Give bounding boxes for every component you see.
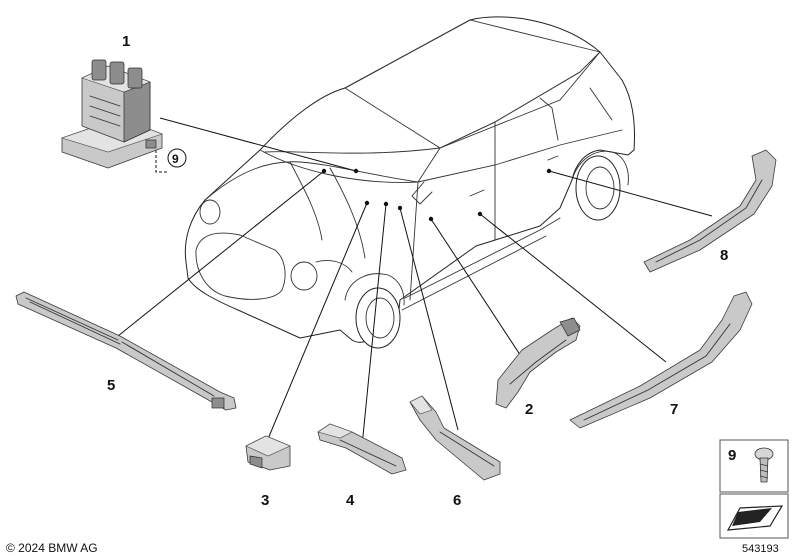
category-arrow-icon [726, 505, 784, 531]
leader-line-6 [399, 207, 459, 431]
legend-box: 9 [719, 439, 789, 539]
leader-dot-4 [383, 201, 389, 207]
leader-dot-1 [353, 168, 359, 174]
part-6-bracket [409, 395, 501, 481]
leader-line-9 [155, 145, 167, 173]
part-4-bracket [317, 423, 407, 475]
legend-number-9: 9 [728, 447, 736, 464]
part-3-bracket [245, 435, 291, 471]
leader-line-5 [117, 170, 325, 337]
callout-9-circle [167, 148, 187, 168]
leader-dot-8 [546, 168, 552, 174]
part-7-rail [569, 291, 753, 429]
leader-dots [321, 168, 552, 222]
leader-line-3 [264, 202, 368, 447]
leader-line-8 [548, 170, 713, 217]
legend-item-9-frame [719, 439, 789, 493]
callout-9: 9 [172, 152, 179, 166]
callout-5: 5 [107, 377, 115, 394]
callout-8: 8 [720, 247, 728, 264]
callout-3: 3 [261, 492, 269, 509]
part-2-bracket [495, 317, 581, 409]
leader-dot-6 [397, 205, 403, 211]
car-outline [184, 16, 635, 349]
callout-1: 1 [122, 33, 130, 50]
part-8-rail [643, 149, 777, 273]
leader-lines [117, 117, 713, 447]
screw-icon [754, 447, 774, 483]
callout-labels: 1 2 3 4 5 6 7 8 9 [107, 33, 728, 509]
leader-dot-3 [364, 200, 370, 206]
document-number: 543193 [742, 543, 779, 555]
leader-dot-7 [477, 211, 483, 217]
callout-4: 4 [346, 492, 355, 509]
leader-dot-2 [428, 216, 434, 222]
callout-6: 6 [453, 492, 461, 509]
part-5-rail [15, 291, 237, 411]
leader-line-4 [361, 203, 387, 447]
copyright-text: © 2024 BMW AG [6, 541, 98, 555]
leader-dot-5 [321, 168, 327, 174]
callout-7: 7 [670, 401, 678, 418]
part-1-control-unit [61, 59, 163, 169]
leader-line-1 [159, 117, 357, 172]
callout-2: 2 [525, 401, 533, 418]
leader-line-7 [479, 213, 667, 363]
leader-line-2 [430, 218, 531, 371]
